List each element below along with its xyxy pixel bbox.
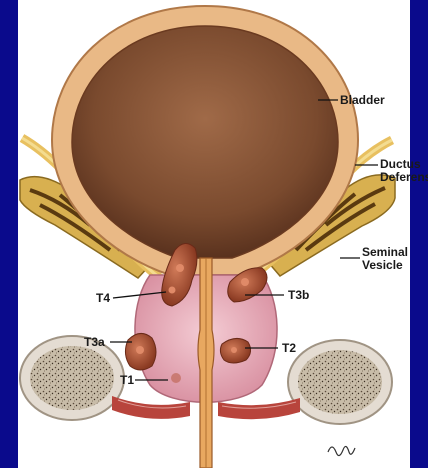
- urethra: [198, 258, 214, 468]
- label-ductus-line2: Deferens: [380, 171, 428, 184]
- label-t4: T4: [96, 292, 110, 305]
- label-t2: T2: [282, 342, 296, 355]
- label-seminal-line2: Vesicle: [362, 259, 403, 272]
- tumor-t3a: [125, 333, 156, 370]
- tumor-t2: [220, 338, 250, 363]
- pubic-bone-right: [288, 340, 392, 424]
- label-t3a: T3a: [84, 336, 105, 349]
- label-t3b: T3b: [288, 289, 309, 302]
- pubic-bone-left: [20, 336, 124, 420]
- label-t1: T1: [120, 374, 134, 387]
- label-bladder: Bladder: [340, 94, 385, 107]
- tumor-t1: [171, 373, 181, 383]
